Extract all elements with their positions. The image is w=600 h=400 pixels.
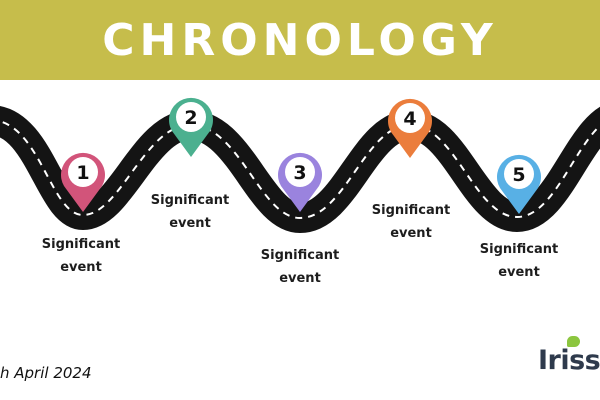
event-number: 4 bbox=[403, 108, 416, 130]
event-label-line: Significant bbox=[150, 193, 230, 208]
event-label-line: Significant bbox=[260, 248, 340, 263]
event-number: 2 bbox=[184, 107, 197, 129]
page-title: CHRONOLOGY bbox=[102, 14, 498, 66]
iriss-logo: Iriss bbox=[538, 335, 600, 385]
winding-road bbox=[0, 106, 600, 234]
logo-text: Iriss bbox=[538, 345, 600, 376]
footer-date: h April 2024 bbox=[0, 364, 92, 382]
event-label-1: Significant event bbox=[26, 233, 136, 279]
event-label-line: Significant bbox=[41, 237, 121, 252]
event-label-4: Significant event bbox=[356, 199, 466, 245]
event-label-line: event bbox=[498, 265, 540, 280]
event-label-line: event bbox=[279, 271, 321, 286]
speech-bubble-icon bbox=[567, 336, 580, 347]
event-number: 1 bbox=[76, 162, 89, 184]
event-number: 3 bbox=[293, 162, 306, 184]
location-pin-icon: 3 bbox=[278, 152, 322, 212]
event-number: 5 bbox=[512, 164, 525, 186]
event-label-line: event bbox=[60, 260, 102, 275]
timeline-diagram: 1 2 3 4 5 bbox=[0, 80, 600, 400]
event-label-2: Significant event bbox=[135, 189, 245, 235]
event-label-5: Significant event bbox=[464, 238, 574, 284]
title-banner: CHRONOLOGY bbox=[0, 0, 600, 80]
event-label-3: Significant event bbox=[245, 244, 355, 290]
event-label-line: Significant bbox=[479, 242, 559, 257]
event-label-line: event bbox=[390, 226, 432, 241]
road-center-line bbox=[0, 120, 600, 220]
location-pin-icon: 1 bbox=[61, 152, 105, 212]
event-label-line: Significant bbox=[371, 203, 451, 218]
location-pin-icon: 5 bbox=[497, 154, 541, 214]
location-pin-icon: 4 bbox=[388, 98, 432, 158]
location-pin-icon: 2 bbox=[169, 97, 213, 157]
event-label-line: event bbox=[169, 216, 211, 231]
